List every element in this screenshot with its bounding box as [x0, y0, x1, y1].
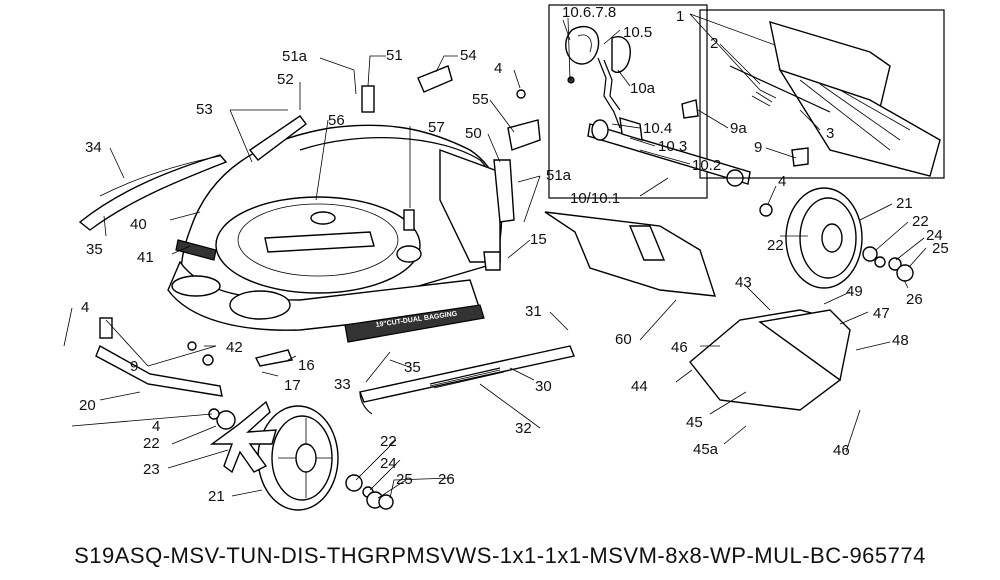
bag-inset-frame	[699, 9, 945, 179]
bearing-22b	[345, 474, 363, 492]
callout-2: 2	[710, 35, 718, 52]
callout-24-bottom: 24	[380, 455, 397, 472]
callout-22-bottom: 22	[380, 433, 397, 450]
callout-10-6-7-8: 10.6.7.8	[562, 4, 616, 21]
callout-52: 52	[277, 71, 294, 88]
bracket-16	[254, 349, 293, 367]
callout-49: 49	[846, 283, 863, 300]
front-axle	[95, 344, 223, 397]
callout-41: 41	[137, 249, 154, 266]
callout-23: 23	[143, 461, 160, 478]
callout-9a: 9a	[730, 120, 747, 137]
model-code-footer: S19ASQ-MSV-TUN-DIS-THGRPMSVWS-1x1-1x1-MS…	[74, 543, 926, 568]
grass-bag	[778, 68, 941, 177]
bracket-52	[248, 115, 307, 161]
callout-51a-top: 51a	[282, 48, 308, 65]
callout-21-right: 21	[896, 195, 913, 212]
callout-10-5: 10.5	[623, 24, 652, 41]
callout-15: 15	[530, 231, 547, 248]
callout-45: 45	[686, 414, 703, 431]
bracket-54	[417, 65, 453, 93]
callout-10-2: 10.2	[692, 157, 721, 174]
callout-50: 50	[465, 125, 482, 142]
callout-47: 47	[873, 305, 890, 322]
callout-10-3: 10.3	[658, 138, 687, 155]
callout-4-left-bottom: 4	[152, 418, 160, 435]
callout-56: 56	[328, 112, 345, 129]
rear-chute-panel	[544, 211, 717, 297]
callout-48: 48	[892, 332, 909, 349]
front-strip	[344, 304, 485, 343]
callout-54: 54	[460, 47, 477, 64]
callout-43: 43	[735, 274, 752, 291]
callout-40: 40	[130, 216, 147, 233]
grass-bag-assembly	[699, 9, 945, 179]
control-lever	[565, 25, 600, 65]
callout-1: 1	[676, 8, 684, 25]
callout-45a: 45a	[693, 441, 719, 458]
callout-46-top: 46	[671, 339, 688, 356]
callout-53: 53	[196, 101, 213, 118]
callout-42: 42	[226, 339, 243, 356]
callout-26-right: 26	[906, 291, 923, 308]
callout-25-right: 25	[932, 240, 949, 257]
callout-60: 60	[615, 331, 632, 348]
callout-10-10-1: 10/10.1	[570, 190, 620, 207]
callout-55: 55	[472, 91, 489, 108]
leader-lines	[63, 13, 927, 499]
callout-51: 51	[386, 47, 403, 64]
bracket-55	[507, 119, 541, 151]
bracket-15	[483, 251, 501, 271]
callout-9-left: 9	[130, 358, 138, 375]
bracket-50	[493, 159, 515, 223]
callout-32: 32	[515, 420, 532, 437]
callout-4-left-top: 4	[81, 299, 89, 316]
bracket-51	[361, 85, 375, 113]
callout-25-bottom: 25	[396, 471, 413, 488]
callout-4-right: 4	[778, 173, 786, 190]
control-rod	[587, 123, 751, 185]
callout-46-bottom: 46	[833, 442, 850, 459]
blade	[264, 231, 375, 253]
callout-10-4: 10.4	[643, 120, 672, 137]
handle-control-assembly	[548, 4, 751, 199]
deck-logo-badge	[175, 239, 217, 261]
callout-35-left: 35	[86, 241, 103, 258]
bearing-22r	[862, 246, 878, 262]
callout-22-left: 22	[143, 435, 160, 452]
callout-9-top: 9	[754, 139, 762, 156]
callout-24-right: 24	[926, 227, 943, 244]
callout-labels: 10.6.7.8 10.5 10a 10.4 10.3 10.2 10/10.1…	[79, 4, 949, 505]
callout-31: 31	[525, 303, 542, 320]
callout-34: 34	[85, 139, 102, 156]
callout-35-center: 35	[404, 359, 421, 376]
callout-44: 44	[631, 378, 648, 395]
callout-26-bottom: 26	[438, 471, 455, 488]
control-inset-frame	[548, 4, 708, 199]
callout-20: 20	[79, 397, 96, 414]
mower-deck	[167, 124, 503, 331]
bracket-9a	[681, 99, 699, 119]
height-rod	[359, 345, 575, 403]
callout-22-right-bottom: 22	[767, 237, 784, 254]
callout-33: 33	[334, 376, 351, 393]
callout-3: 3	[826, 125, 834, 142]
callout-17: 17	[284, 377, 301, 394]
hub-cap-star	[209, 400, 277, 474]
control-knob	[611, 36, 631, 74]
callout-10a: 10a	[630, 80, 656, 97]
callout-57: 57	[428, 119, 445, 136]
callout-30: 30	[535, 378, 552, 395]
callout-4-top: 4	[494, 60, 502, 77]
callout-21-left: 21	[208, 488, 225, 505]
front-left-wheel	[257, 405, 339, 511]
callout-51a-right: 51a	[546, 167, 572, 184]
callout-16: 16	[298, 357, 315, 374]
rear-flap	[78, 154, 228, 231]
callout-22-right-top: 22	[912, 213, 929, 230]
bag-rod	[729, 65, 831, 113]
rear-right-wheel	[785, 187, 863, 289]
fitting	[403, 209, 415, 231]
